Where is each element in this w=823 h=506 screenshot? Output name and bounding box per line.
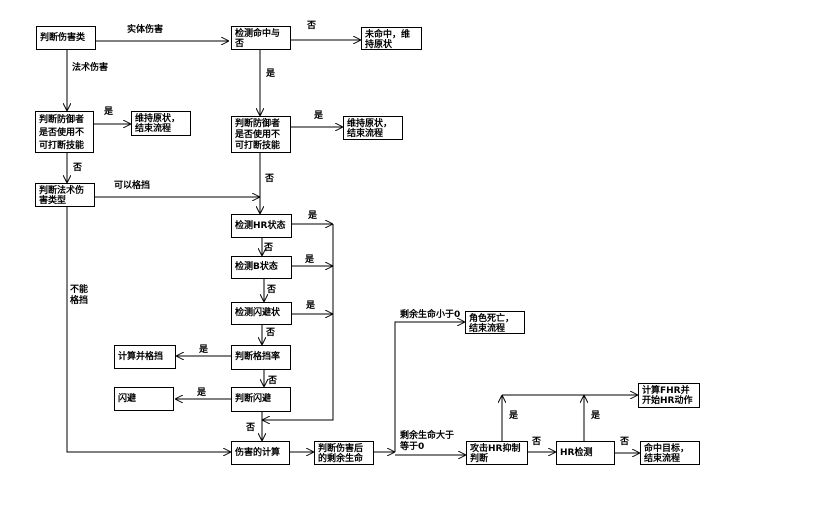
edge-hp-less (394, 322, 465, 452)
node-damage-calc: 伤害的计算 (231, 441, 290, 465)
label-no-b: 否 (267, 285, 277, 295)
label-hp-ge-zero: 剩余生命大于等于0 (400, 431, 455, 452)
node-calc-fhr: 计算FHR并开始HR动作 (638, 383, 700, 408)
label-yes-hr: 是 (308, 211, 318, 221)
label-no-hrcheck: 否 (620, 437, 630, 447)
label-no-dodge: 否 (246, 423, 256, 433)
node-judge-remaining-hp: 判断伤害后的剩余生命 (314, 441, 374, 465)
node-hit-end: 命中目标，结束流程 (640, 441, 700, 465)
node-judge-invuln-left: 判断防御者是否使用不可打断技能 (35, 111, 94, 153)
label-no-hr: 否 (264, 243, 274, 253)
label-can-block: 可以格挡 (114, 181, 151, 191)
label-yes-b: 是 (305, 255, 315, 265)
label-yes-right: 是 (314, 111, 324, 121)
label-hp-less-zero: 剩余生命小于0 (400, 310, 461, 320)
label-yes-hrcheck: 是 (591, 411, 601, 421)
node-keep-end-left: 维持原状，结束流程 (131, 111, 191, 136)
node-check-b: 检测B状态 (231, 256, 292, 279)
label-yes-block: 是 (199, 345, 209, 355)
label-yes-hit: 是 (266, 69, 276, 79)
node-judge-damage-type: 判断伤害类型 (36, 26, 96, 50)
label-no-left: 否 (73, 163, 83, 173)
node-check-hr: 检测HR状态 (231, 214, 292, 238)
node-hr-suppress: 攻击HR抑制判断 (466, 441, 528, 465)
label-no-dodge-state: 否 (266, 328, 276, 338)
node-miss-keep: 未命中，维持原状 (361, 27, 422, 50)
node-death-end: 角色死亡，结束流程 (465, 311, 525, 334)
node-calc-block: 计算并格挡 (114, 345, 176, 369)
node-judge-block: 判断格挡率 (231, 345, 291, 370)
label-yes-dodge-state: 是 (306, 301, 316, 311)
node-hr-check: HR检测 (556, 441, 615, 465)
node-check-dodge-state: 检测闪避状态 (231, 302, 292, 325)
label-no-suppress: 否 (532, 437, 542, 447)
label-yes-left: 是 (104, 107, 114, 117)
node-keep-end-right: 维持原状，结束流程 (343, 116, 403, 140)
node-judge-invuln-right: 判断防御者是否使用不可打断技能 (231, 116, 291, 153)
label-spell: 法术伤害 (72, 63, 109, 73)
label-no-block: 否 (268, 376, 278, 386)
label-cannot-block: 不能格挡 (70, 285, 89, 306)
label-yes-dodge: 是 (197, 388, 207, 398)
node-judge-spell-type: 判断法术伤害类型 (35, 183, 95, 207)
node-dodge: 闪避 (114, 387, 174, 411)
label-physical: 实体伤害 (127, 25, 164, 35)
label-yes-suppress: 是 (509, 411, 519, 421)
node-check-hit: 检测命中与否 (231, 26, 291, 50)
edge-collector (262, 224, 334, 420)
label-no-top: 否 (307, 21, 317, 31)
label-no-right: 否 (265, 174, 275, 184)
edge-cannot-block (66, 207, 231, 452)
node-judge-dodge: 判断闪避 (231, 387, 291, 412)
